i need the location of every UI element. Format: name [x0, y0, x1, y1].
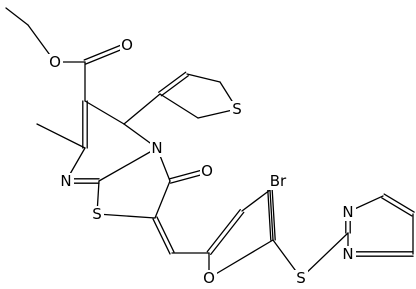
- bond: [159, 93, 199, 119]
- atom-n-pyrimidine-top: N: [341, 203, 356, 221]
- atom-o-ester-carbonyl: O: [120, 36, 135, 54]
- atom-br: Br: [267, 172, 289, 190]
- atom-o-furan: O: [202, 269, 217, 287]
- svg-text:O: O: [121, 36, 133, 54]
- svg-text:S: S: [92, 205, 102, 223]
- bond: [36, 123, 86, 149]
- atom-n-ring-left: N: [59, 172, 74, 190]
- atom-n-pyrimidine-bottom: N: [341, 245, 356, 263]
- bond-lines: [5, 7, 415, 279]
- svg-text:N: N: [151, 139, 162, 157]
- bond: [84, 100, 125, 125]
- svg-text:O: O: [203, 269, 215, 287]
- bond: [241, 189, 271, 212]
- bond: [267, 189, 272, 241]
- svg-text:N: N: [342, 245, 353, 263]
- svg-text:N: N: [342, 203, 353, 221]
- svg-text:S: S: [296, 269, 306, 287]
- bond: [206, 208, 241, 253]
- bond: [269, 189, 274, 241]
- bond: [156, 216, 175, 253]
- atom-n-ring-bridge: N: [150, 139, 165, 157]
- bond: [96, 213, 156, 219]
- bond: [83, 42, 127, 61]
- svg-text:O: O: [49, 53, 61, 71]
- bond: [5, 7, 29, 26]
- svg-text:Br: Br: [270, 172, 287, 190]
- svg-text:S: S: [232, 100, 242, 118]
- svg-text:O: O: [201, 162, 213, 180]
- atom-labels: O O S N N O S Br: [48, 36, 356, 287]
- atom-s-thiophene: S: [230, 100, 244, 118]
- atom-o-ester-ether: O: [48, 53, 63, 71]
- bond: [208, 239, 274, 279]
- bond: [383, 193, 415, 213]
- bond: [271, 189, 276, 241]
- atom-o-ketone: O: [200, 162, 215, 180]
- bond: [154, 180, 171, 219]
- bond: [210, 211, 245, 256]
- atom-s-thioether: S: [294, 269, 308, 287]
- bond: [300, 232, 349, 279]
- svg-text:N: N: [60, 172, 71, 190]
- bond: [98, 147, 158, 182]
- bond: [123, 93, 161, 125]
- bond: [186, 73, 221, 83]
- bond: [152, 218, 171, 255]
- bond: [158, 71, 187, 93]
- bond: [160, 75, 189, 97]
- bond: [381, 197, 413, 217]
- atom-s-thiazole: S: [90, 205, 104, 223]
